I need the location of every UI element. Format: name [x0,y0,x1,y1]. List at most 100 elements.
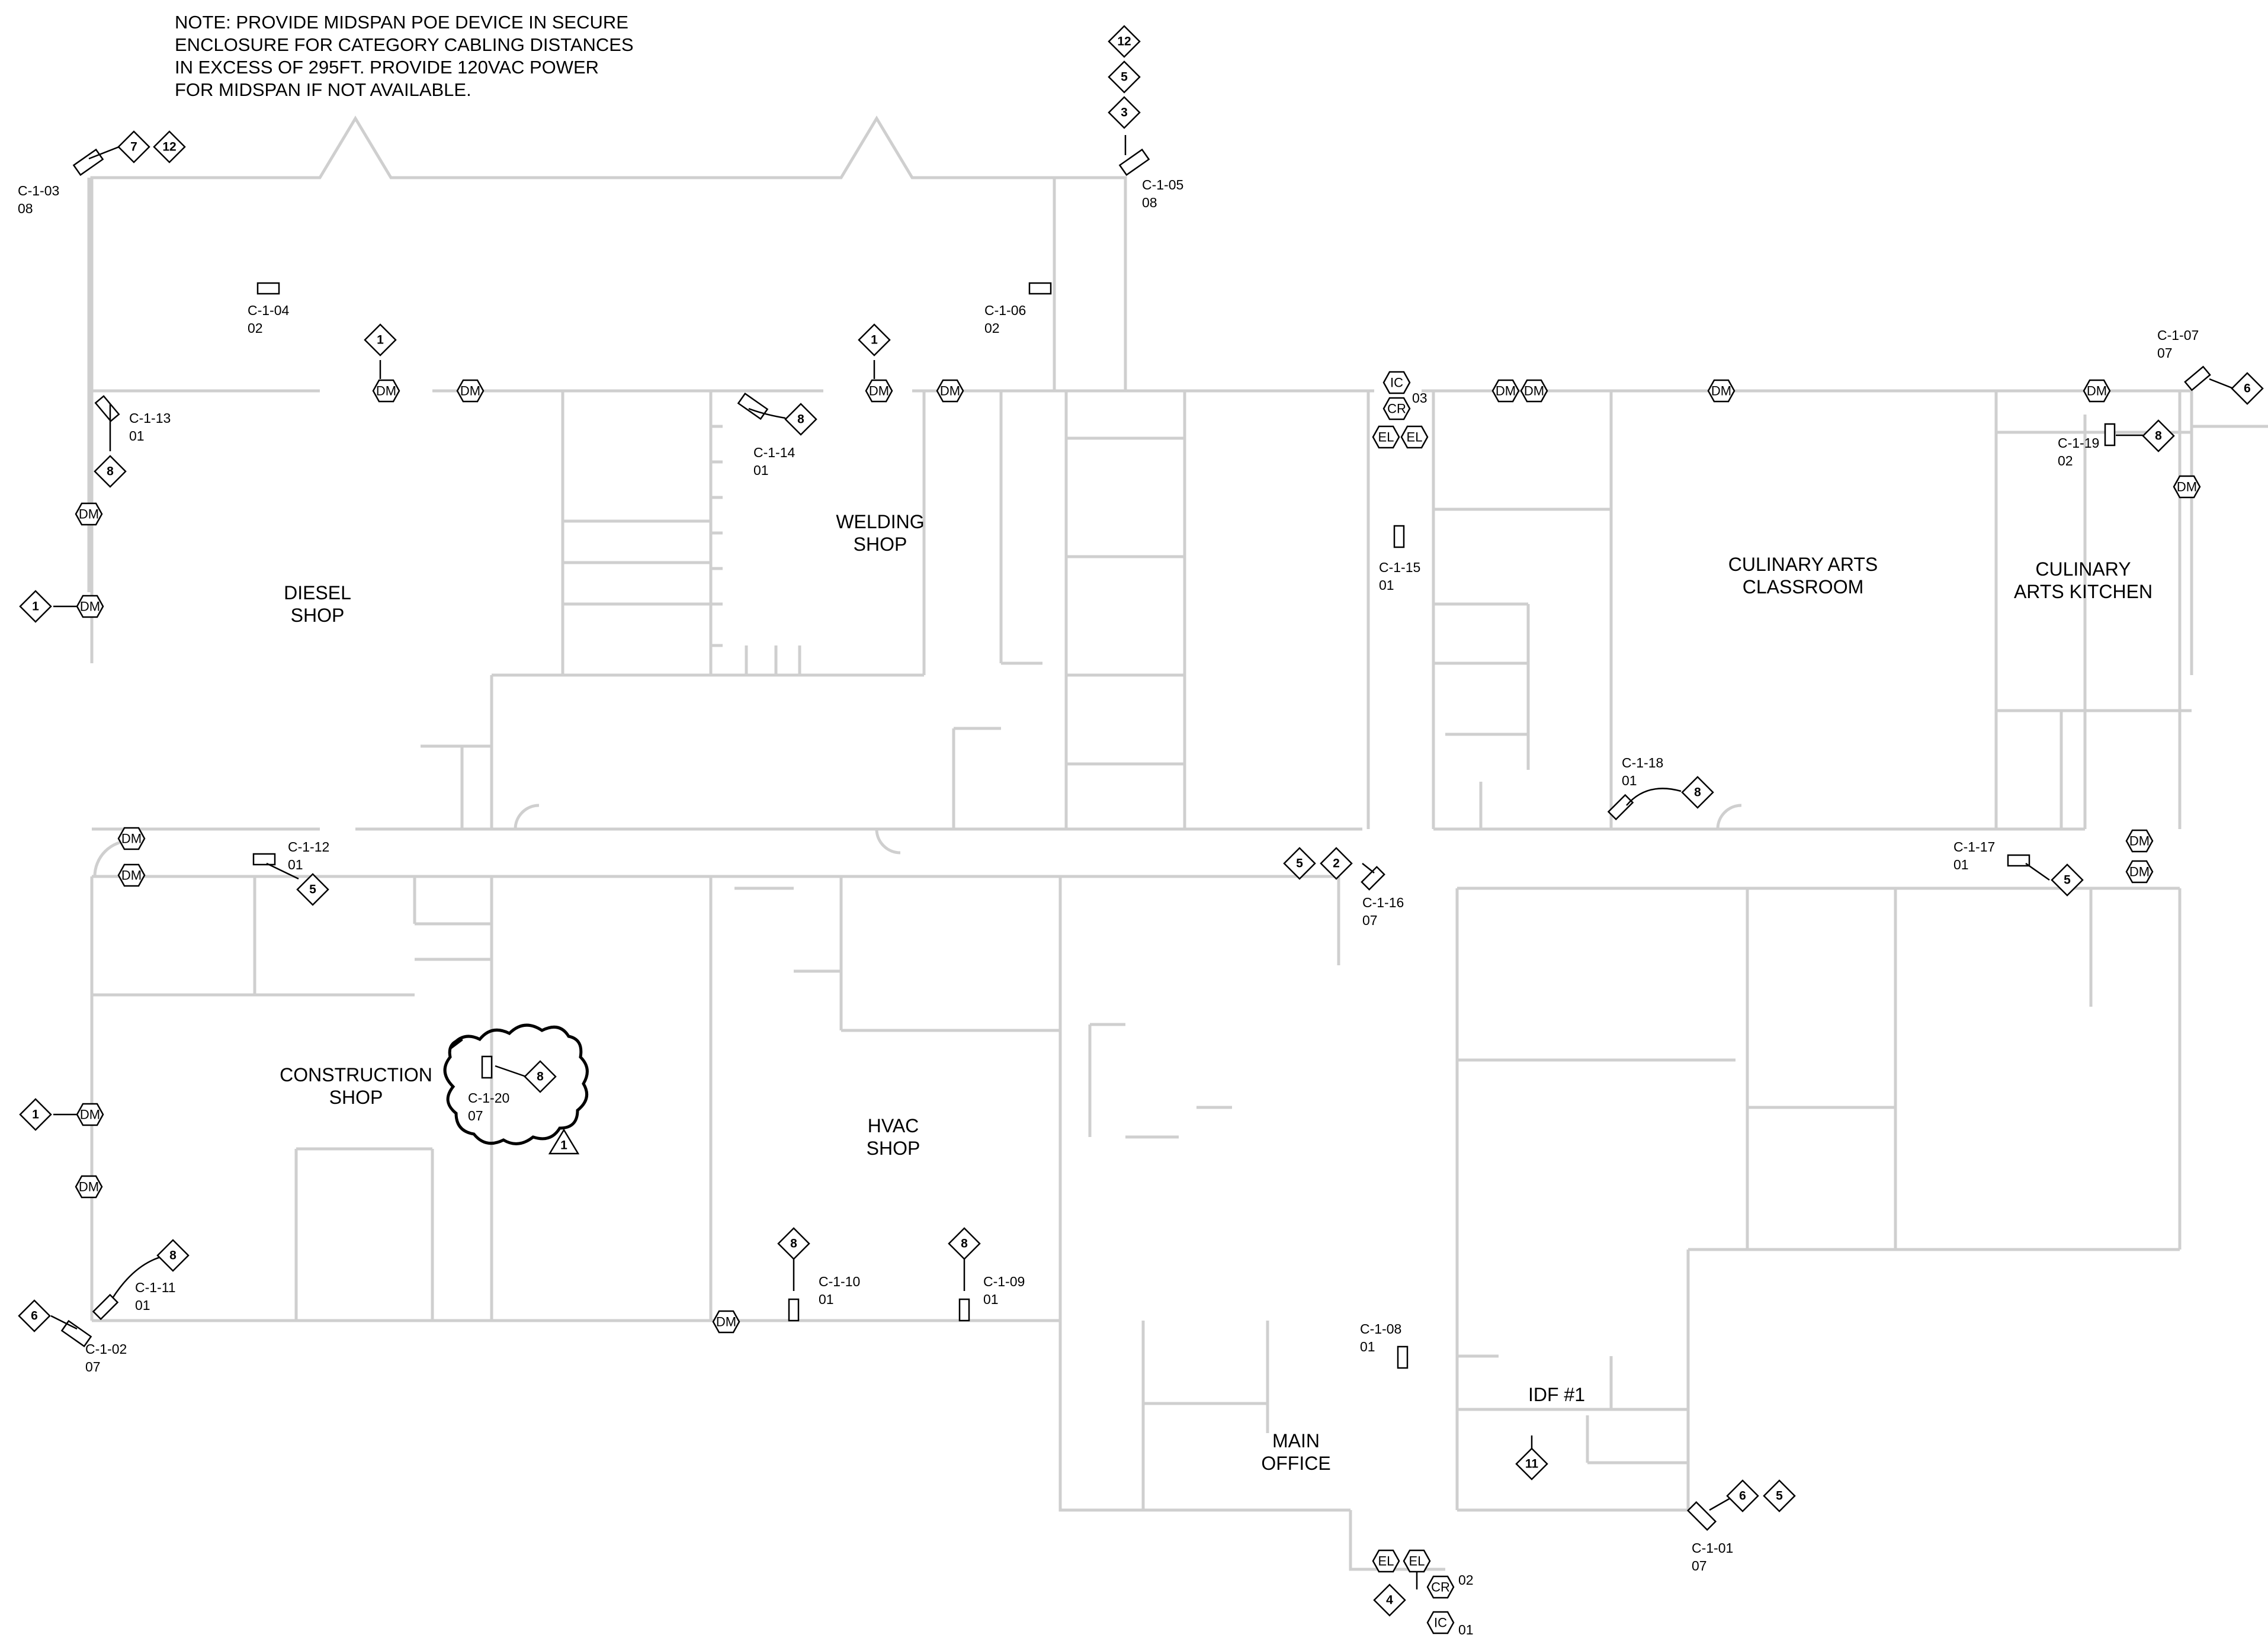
keynote-8: 8 [156,1239,190,1272]
camera-code: 01 [983,1292,999,1307]
camera-c-1-05[interactable]: C-1-05 08 [1118,148,1183,210]
svg-text:6: 6 [1739,1489,1746,1503]
svg-text:DM: DM [1496,384,1516,399]
camera-code: 02 [248,320,263,336]
keynote-1: 1 [19,1098,52,1131]
svg-text:CR: CR [1387,402,1406,416]
camera-c-1-08[interactable]: C-1-08 01 [1360,1321,1409,1369]
camera-c-1-06[interactable]: C-1-06 02 [984,282,1052,336]
keynote-8: 8 [2142,419,2175,452]
camera-code: 07 [1362,913,1378,928]
svg-text:8: 8 [1694,786,1701,799]
camera-id: C-1-13 [129,410,171,426]
keynote-1: 1 [364,323,397,356]
camera-c-1-04[interactable]: C-1-04 02 [248,282,290,336]
door-monitor: DM [456,379,485,403]
keynote-1: 1 [19,590,52,623]
camera-c-1-01[interactable]: C-1-01 07 [1686,1501,1734,1573]
building-walls [87,115,2268,1571]
camera-c-1-02[interactable]: C-1-02 07 [60,1319,127,1374]
svg-text:EL: EL [1407,430,1423,445]
camera-code: 01 [753,463,769,478]
room-main-office-l2: OFFICE [1261,1453,1330,1474]
electric-lock: EL [1403,1549,1431,1573]
svg-text:DM: DM [1524,384,1544,399]
room-culinary-classroom-l1: CULINARY ARTS [1728,554,1878,575]
camera-c-1-09[interactable]: C-1-09 01 [958,1274,1025,1322]
camera-icon [2104,423,2116,447]
camera-id: C-1-17 [1953,839,1995,855]
svg-text:8: 8 [537,1070,544,1084]
svg-text:IC: IC [1434,1615,1447,1630]
room-culinary-kitchen-l1: CULINARY [2035,558,2131,580]
room-main-office-l1: MAIN [1272,1430,1320,1451]
keynote-8: 8 [784,403,817,436]
svg-text:EL: EL [1378,1554,1394,1569]
camera-id: C-1-14 [753,445,795,460]
keynote-5: 5 [1108,60,1141,94]
svg-text:DM: DM [376,384,396,399]
svg-text:IC: IC [1390,375,1403,390]
note-line-1: NOTE: PROVIDE MIDSPAN POE DEVICE IN SECU… [175,12,628,33]
camera-id: C-1-09 [983,1274,1025,1289]
keynote-5: 5 [2051,863,2084,897]
camera-c-1-11[interactable]: C-1-11 01 [92,1280,176,1321]
general-note: NOTE: PROVIDE MIDSPAN POE DEVICE IN SECU… [175,12,634,100]
room-diesel-shop-l2: SHOP [291,605,345,626]
camera-c-1-14[interactable]: C-1-14 01 [737,392,795,478]
camera-icon [60,1319,92,1348]
svg-text:8: 8 [169,1249,177,1263]
keynote-5: 5 [296,873,329,906]
keynote-8: 8 [524,1060,557,1093]
svg-text:1: 1 [377,333,384,347]
camera-icon [958,1298,970,1322]
camera-id: C-1-19 [2058,435,2099,451]
camera-id: C-1-03 [18,183,59,198]
camera-code: 07 [1692,1558,1707,1573]
door-monitor: DM [2083,379,2111,403]
keynote-8: 8 [948,1227,981,1260]
svg-text:DM: DM [716,1315,736,1329]
camera-c-1-07[interactable]: C-1-07 07 [2157,327,2211,391]
device-code: 01 [1458,1622,1474,1637]
svg-text:DM: DM [2129,865,2150,879]
door-monitor: DM [76,1103,104,1126]
card-reader: CR [1382,397,1411,420]
svg-text:11: 11 [1525,1457,1539,1471]
camera-id: C-1-01 [1692,1540,1733,1556]
camera-c-1-10[interactable]: C-1-10 01 [788,1274,860,1322]
keynote-12: 12 [153,130,186,163]
camera-code: 01 [288,857,303,872]
camera-c-1-20[interactable]: C-1-20 07 [443,1023,589,1145]
camera-icon [2184,365,2211,391]
camera-code: 01 [129,428,145,444]
camera-id: C-1-15 [1379,560,1420,575]
keynote-5: 5 [1283,847,1316,880]
keynote-6: 6 [2231,372,2264,405]
camera-c-1-16[interactable]: C-1-16 07 [1361,866,1404,928]
camera-c-1-17[interactable]: C-1-17 01 [1953,839,2030,872]
camera-c-1-12[interactable]: C-1-12 01 [252,839,329,872]
camera-id: C-1-04 [248,303,290,318]
room-welding-shop-l1: WELDING [836,511,924,532]
camera-c-1-19[interactable]: C-1-19 02 [2058,423,2116,468]
room-hvac-shop-l1: HVAC [868,1115,919,1136]
door-monitors: DM DM DM DM DM DM DM DM DM DM DM DM DM D… [75,379,2201,1334]
svg-text:DM: DM [869,384,889,399]
note-line-2: ENCLOSURE FOR CATEGORY CABLING DISTANCES [175,34,634,55]
svg-text:DM: DM [460,384,480,399]
svg-text:3: 3 [1121,106,1128,120]
svg-text:6: 6 [2244,382,2251,396]
camera-id: C-1-16 [1362,895,1404,910]
svg-text:DM: DM [2129,834,2150,849]
camera-code: 01 [135,1297,150,1313]
door-monitor: DM [2125,860,2154,884]
camera-c-1-13[interactable]: C-1-13 01 [94,395,171,444]
door-monitor: DM [712,1310,740,1334]
room-diesel-shop-l1: DIESEL [284,582,351,603]
door-monitor: DM [75,502,103,526]
camera-c-1-18[interactable]: C-1-18 01 [1607,755,1663,821]
camera-c-1-15[interactable]: C-1-15 01 [1379,525,1420,593]
camera-icon [72,148,104,176]
